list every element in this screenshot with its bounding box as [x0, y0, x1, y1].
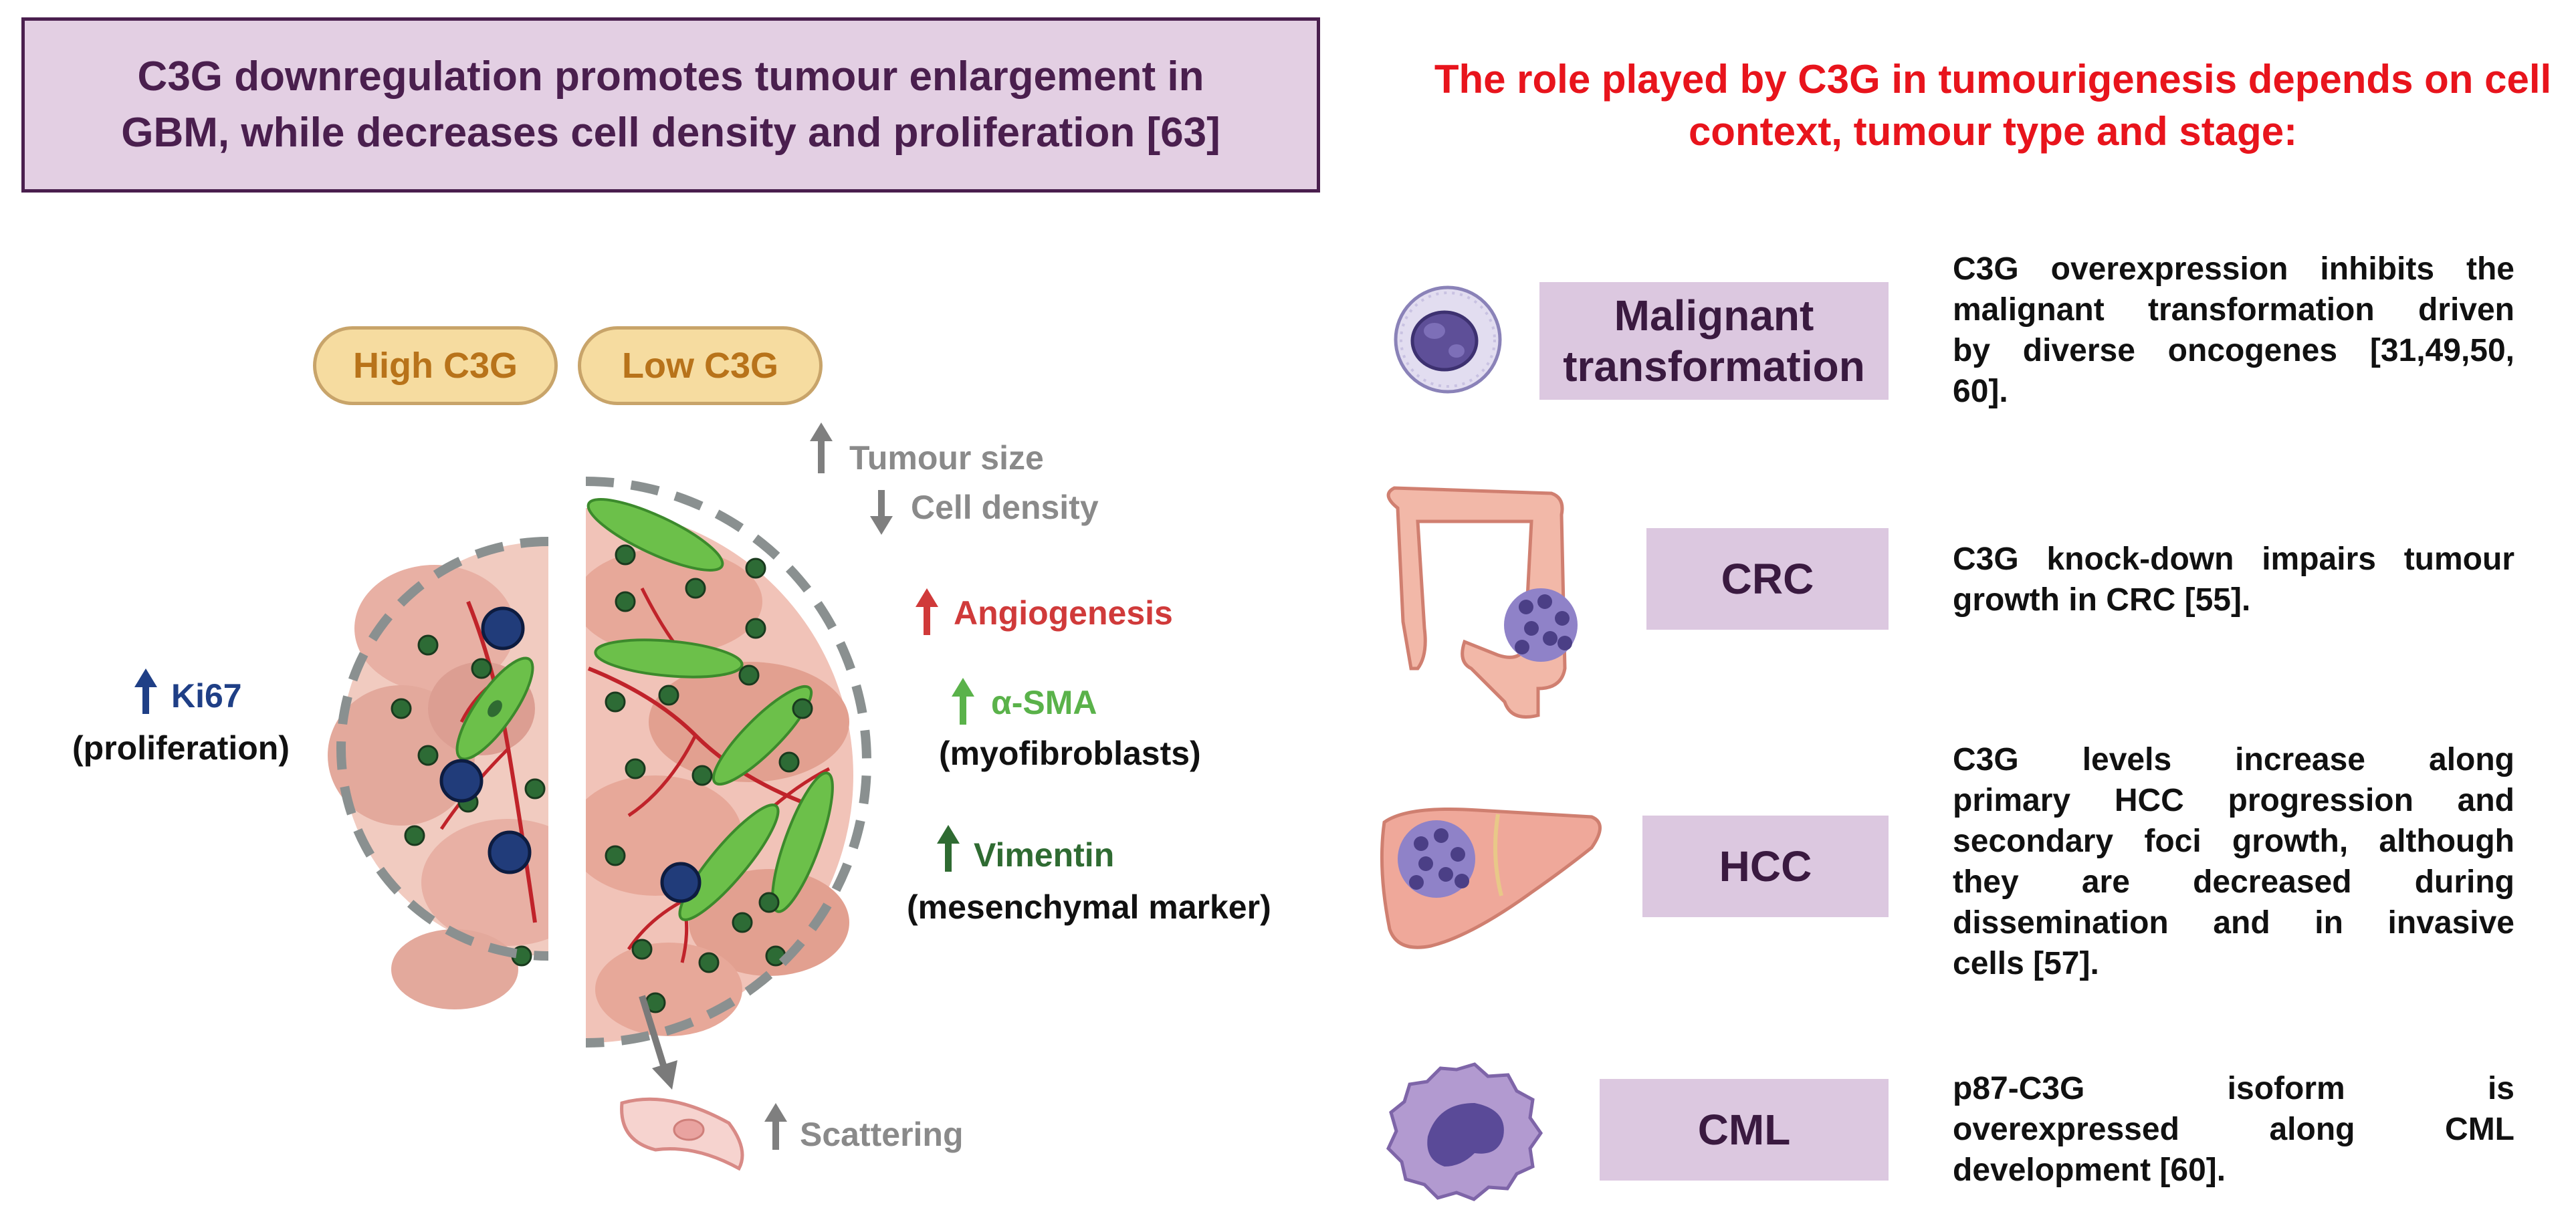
description-crc: C3G knock-down impairs tumour growth in …	[1953, 539, 2514, 620]
mesenchymal-label: (mesenchymal marker)	[907, 888, 1271, 926]
left-title-line2: GBM, while decreases cell density and pr…	[121, 110, 1220, 156]
category-cml: CML	[1600, 1079, 1889, 1181]
desc-cml-line: p87-C3G isoform is	[1953, 1071, 2514, 1106]
desc-crc-line: C3G knock-down impairs tumour	[1953, 541, 2514, 577]
pill-high-label: High C3G	[352, 346, 518, 386]
cell-density-label: Cell density	[911, 489, 1099, 526]
right-title-line1: The role played by C3G in tumourigenesis…	[1434, 57, 2552, 102]
category-hcc-label: HCC	[1719, 842, 1812, 890]
description-cml: p87-C3G isoform is overexpressed along C…	[1953, 1068, 2514, 1191]
desc-hcc-line: secondary foci growth, although	[1953, 824, 2514, 859]
cell-icon-cml	[1386, 1062, 1543, 1201]
category-cml-label: CML	[1697, 1106, 1791, 1154]
angiogenesis-label: Angiogenesis	[954, 594, 1173, 632]
desc-malignant-line: 60].	[1953, 374, 2008, 409]
myofibroblasts-label: (myofibroblasts)	[939, 735, 1201, 772]
description-malignant: C3G overexpression inhibits the malignan…	[1953, 249, 2514, 412]
category-malignant-line1: Malignant	[1614, 291, 1814, 340]
description-hcc: C3G levels increase along primary HCC pr…	[1953, 739, 2514, 984]
desc-crc-line: growth in CRC [55].	[1953, 582, 2251, 618]
desc-malignant-line: C3G overexpression inhibits the	[1953, 251, 2514, 287]
desc-hcc-line: they are decreased during	[1953, 864, 2514, 900]
left-title-line1: C3G downregulation promotes tumour enlar…	[137, 53, 1204, 100]
category-crc-label: CRC	[1721, 555, 1814, 603]
category-crc: CRC	[1646, 528, 1889, 630]
desc-hcc-line: C3G levels increase along	[1953, 742, 2514, 777]
desc-cml-line: development [60].	[1953, 1152, 2226, 1188]
category-malignant-transformation: Malignant transformation	[1539, 282, 1889, 400]
desc-cml-line: overexpressed along CML	[1953, 1112, 2514, 1147]
right-title: The role played by C3G in tumourigenesis…	[1418, 53, 2568, 158]
desc-hcc-line: dissemination and in invasive	[1953, 905, 2514, 941]
cell-icon-malignant	[1394, 285, 1502, 394]
asma-label: α-SMA	[991, 684, 1097, 721]
scattering-label: Scattering	[800, 1116, 964, 1153]
effect-arrows	[134, 422, 974, 1150]
pill-low-label: Low C3G	[621, 346, 778, 386]
colon-icon	[1386, 486, 1578, 719]
category-malignant-line2: transformation	[1563, 342, 1865, 390]
desc-malignant-line: by diverse oncogenes [31,49,50,	[1953, 333, 2514, 368]
low-c3g-tumour	[586, 498, 853, 1043]
liver-icon	[1380, 807, 1602, 949]
vimentin-label: Vimentin	[974, 836, 1115, 874]
desc-hcc-line: cells [57].	[1953, 946, 2099, 981]
right-title-line2: context, tumour type and stage:	[1688, 109, 2298, 154]
scattering-cell	[620, 1097, 744, 1171]
desc-hcc-line: primary HCC progression and	[1953, 783, 2514, 818]
pill-high-c3g: High C3G	[313, 326, 558, 405]
pill-low-c3g: Low C3G	[578, 326, 823, 405]
left-title-box: C3G downregulation promotes tumour enlar…	[21, 17, 1320, 193]
proliferation-label: (proliferation)	[72, 729, 290, 767]
high-c3g-tumour	[328, 541, 548, 1009]
desc-malignant-line: malignant transformation driven	[1953, 292, 2514, 328]
tumour-size-label: Tumour size	[849, 439, 1044, 477]
category-hcc: HCC	[1642, 816, 1889, 917]
ki67-label: Ki67	[171, 677, 242, 715]
